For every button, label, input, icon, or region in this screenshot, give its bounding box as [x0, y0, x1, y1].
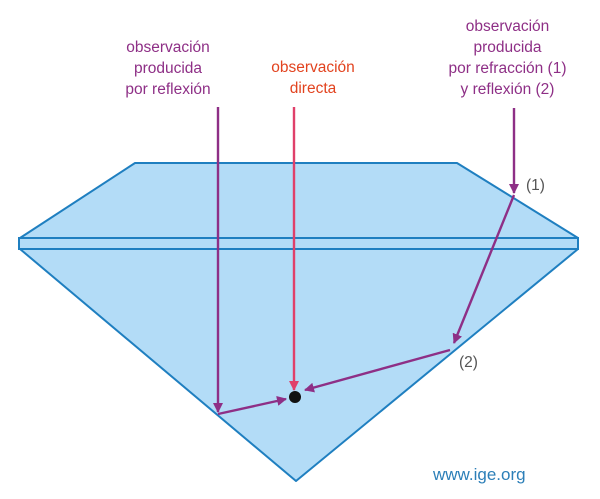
refraction-label-line3: por refracción (1)	[448, 60, 567, 77]
reflection-label: observación producida por reflexión	[103, 37, 233, 100]
refraction-label-line2: producida	[473, 39, 542, 56]
reflection-ray-reflected	[217, 396, 287, 416]
direct-label-line1: observación	[271, 59, 355, 76]
refraction-ray-reflected	[304, 348, 451, 393]
observation-point	[289, 391, 301, 403]
direct-label-line2: directa	[289, 80, 337, 97]
watermark: www.ige.org	[433, 465, 526, 484]
diamond-crown	[19, 162, 579, 239]
reflection-label-line2: producida	[133, 60, 203, 77]
diamond-pavilion	[19, 248, 579, 482]
marker-point-2: (2)	[459, 354, 478, 371]
refraction-label-line1: observación	[465, 18, 550, 35]
reflection-label-line3: por reflexión	[125, 81, 211, 98]
reflection-label-line1: observación	[126, 39, 210, 56]
refraction-label-line4: y reflexión (2)	[460, 81, 555, 98]
refraction-ray-refracted	[452, 194, 516, 344]
marker-point-1: (1)	[526, 177, 545, 194]
refraction-label: observación producida por refracción (1)…	[425, 16, 590, 100]
direct-label: observación directa	[248, 57, 378, 99]
